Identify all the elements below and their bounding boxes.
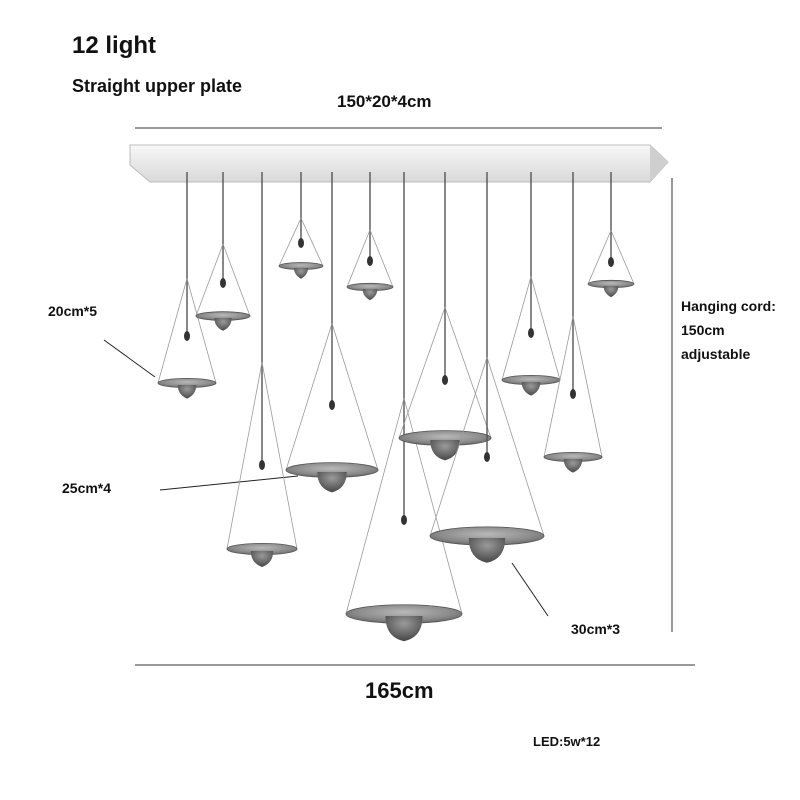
pendant-lamp xyxy=(157,172,217,399)
leader-30 xyxy=(511,562,549,617)
pendant-lamp xyxy=(345,172,463,642)
shade-25-label: 25cm*4 xyxy=(62,480,112,496)
pendant-lamp xyxy=(346,172,394,301)
pendant-lamp xyxy=(429,172,545,563)
pendant-lamp xyxy=(501,172,561,396)
pendant-lamp xyxy=(278,172,324,279)
pendant-lamp xyxy=(285,172,379,493)
pendant-lamp xyxy=(226,172,298,567)
hanging-cord-adjustable: adjustable xyxy=(681,346,751,362)
led-spec-label: LED:5w*12 xyxy=(533,734,601,749)
pendant-lamp xyxy=(587,172,635,298)
total-width-label: 165cm xyxy=(365,678,434,703)
ceiling-plate xyxy=(129,144,669,183)
subtitle: Straight upper plate xyxy=(72,76,243,96)
hanging-cord-label: Hanging cord: xyxy=(681,298,776,314)
hanging-cord-length: 150cm xyxy=(681,322,725,338)
shade-20-label: 20cm*5 xyxy=(48,303,98,319)
plate-dimension-label: 150*20*4cm xyxy=(337,92,432,111)
leader-20 xyxy=(103,339,156,378)
title: 12 light xyxy=(72,32,157,59)
leader-25 xyxy=(159,475,299,491)
pendant-lamp xyxy=(398,172,492,461)
shade-30-label: 30cm*3 xyxy=(571,621,621,637)
pendant-group xyxy=(157,172,635,642)
pendant-lamp xyxy=(543,172,603,473)
pendant-lamp xyxy=(195,172,251,331)
